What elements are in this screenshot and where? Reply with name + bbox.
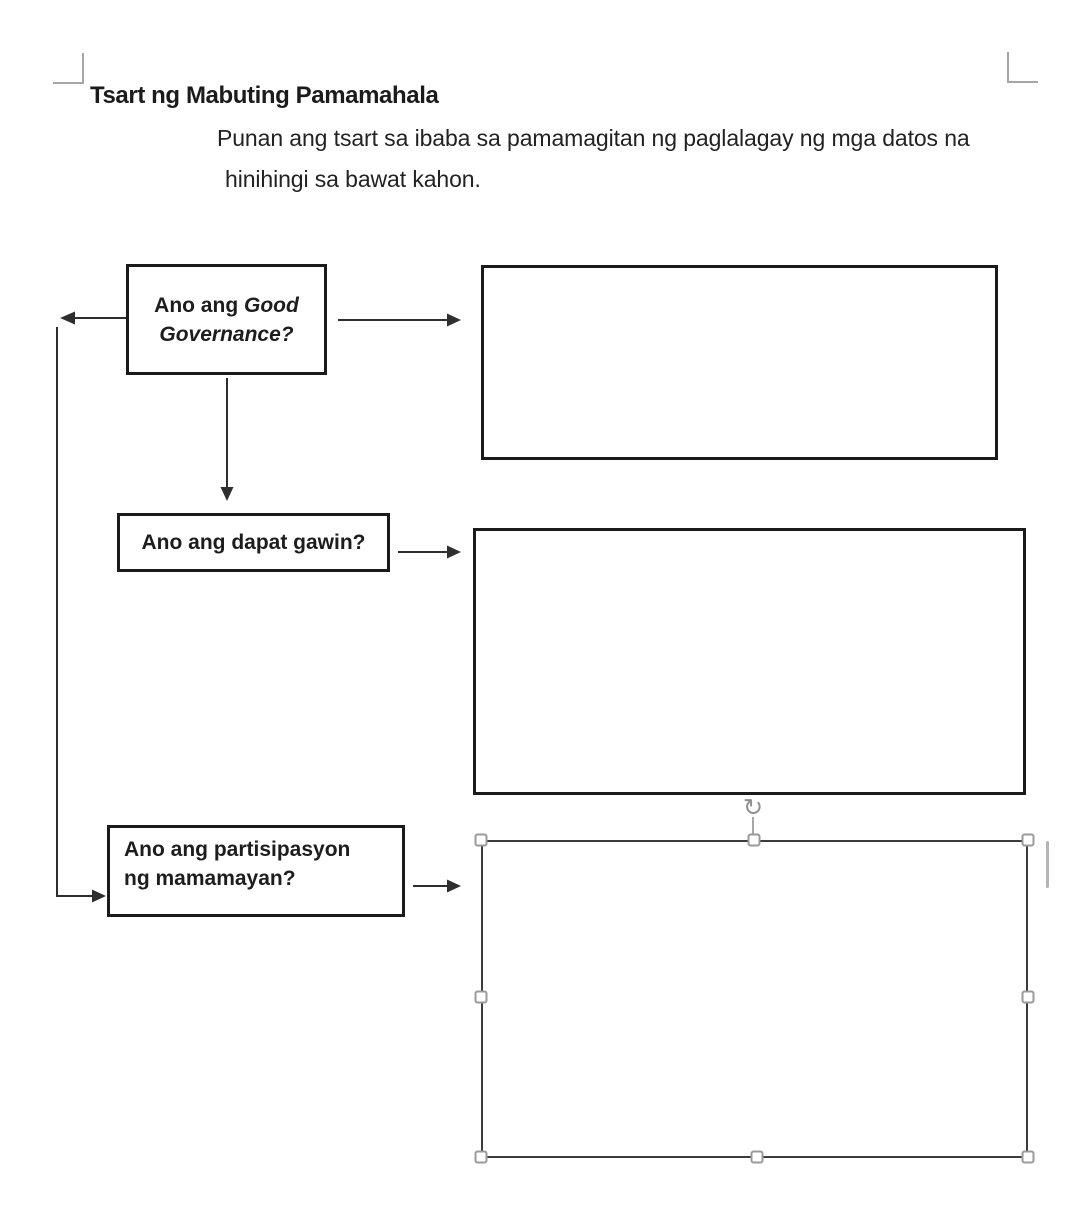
arrow-qbox1-to-abox1[interactable] [338,313,461,327]
question-box-partisipasyon-line2: ng mamamayan? [124,867,296,890]
question-box-dapat-gawin[interactable]: Ano ang dapat gawin? [117,513,390,572]
question-box-partisipasyon[interactable]: Ano ang partisipasyon ng mamamayan? [107,825,405,917]
resize-handle-top-right[interactable] [1021,833,1035,847]
page-title: Tsart ng Mabuting Pamamahala [90,82,439,109]
resize-handle-middle-right[interactable] [1021,990,1035,1004]
resize-handle-bottom-right[interactable] [1021,1150,1035,1164]
question-box-good-governance[interactable]: Ano ang Good Governance? [126,264,327,375]
resize-handle-top-center[interactable] [747,833,761,847]
arrow-qbox3-to-abox3[interactable] [413,879,461,893]
arrow-qbox2-to-abox2[interactable] [398,545,461,559]
resize-handle-bottom-center[interactable] [750,1150,764,1164]
resize-handle-middle-left[interactable] [474,990,488,1004]
instructions-line-1: Punan ang tsart sa ibaba sa pamamagitan … [217,125,970,151]
question-box-good-governance-line2: Governance? [159,322,294,346]
answer-box-2[interactable] [473,528,1026,795]
question-box-partisipasyon-line1: Ano ang partisipasyon [124,838,351,861]
arrow-qbox1-to-qbox2[interactable] [220,378,234,501]
arrow-into-qbox3[interactable] [56,889,106,903]
arrow-qbox1-to-left-margin[interactable] [60,311,126,325]
rotate-handle-stem [752,817,754,834]
instructions-line-2: hinihingi sa bawat kahon. [225,166,481,192]
page-corner-mark-left [53,53,84,84]
question-box-good-governance-line1: Ano ang Good [154,293,299,317]
page-corner-mark-right [1007,52,1038,83]
answer-box-1[interactable] [481,265,998,460]
scroll-indicator[interactable] [1046,841,1049,888]
rotate-handle-icon[interactable]: ↻ [742,793,764,822]
question-box-dapat-gawin-label: Ano ang dapat gawin? [141,531,366,554]
resize-handle-bottom-left[interactable] [474,1150,488,1164]
resize-handle-top-left[interactable] [474,833,488,847]
answer-box-3-selected[interactable] [481,840,1028,1158]
